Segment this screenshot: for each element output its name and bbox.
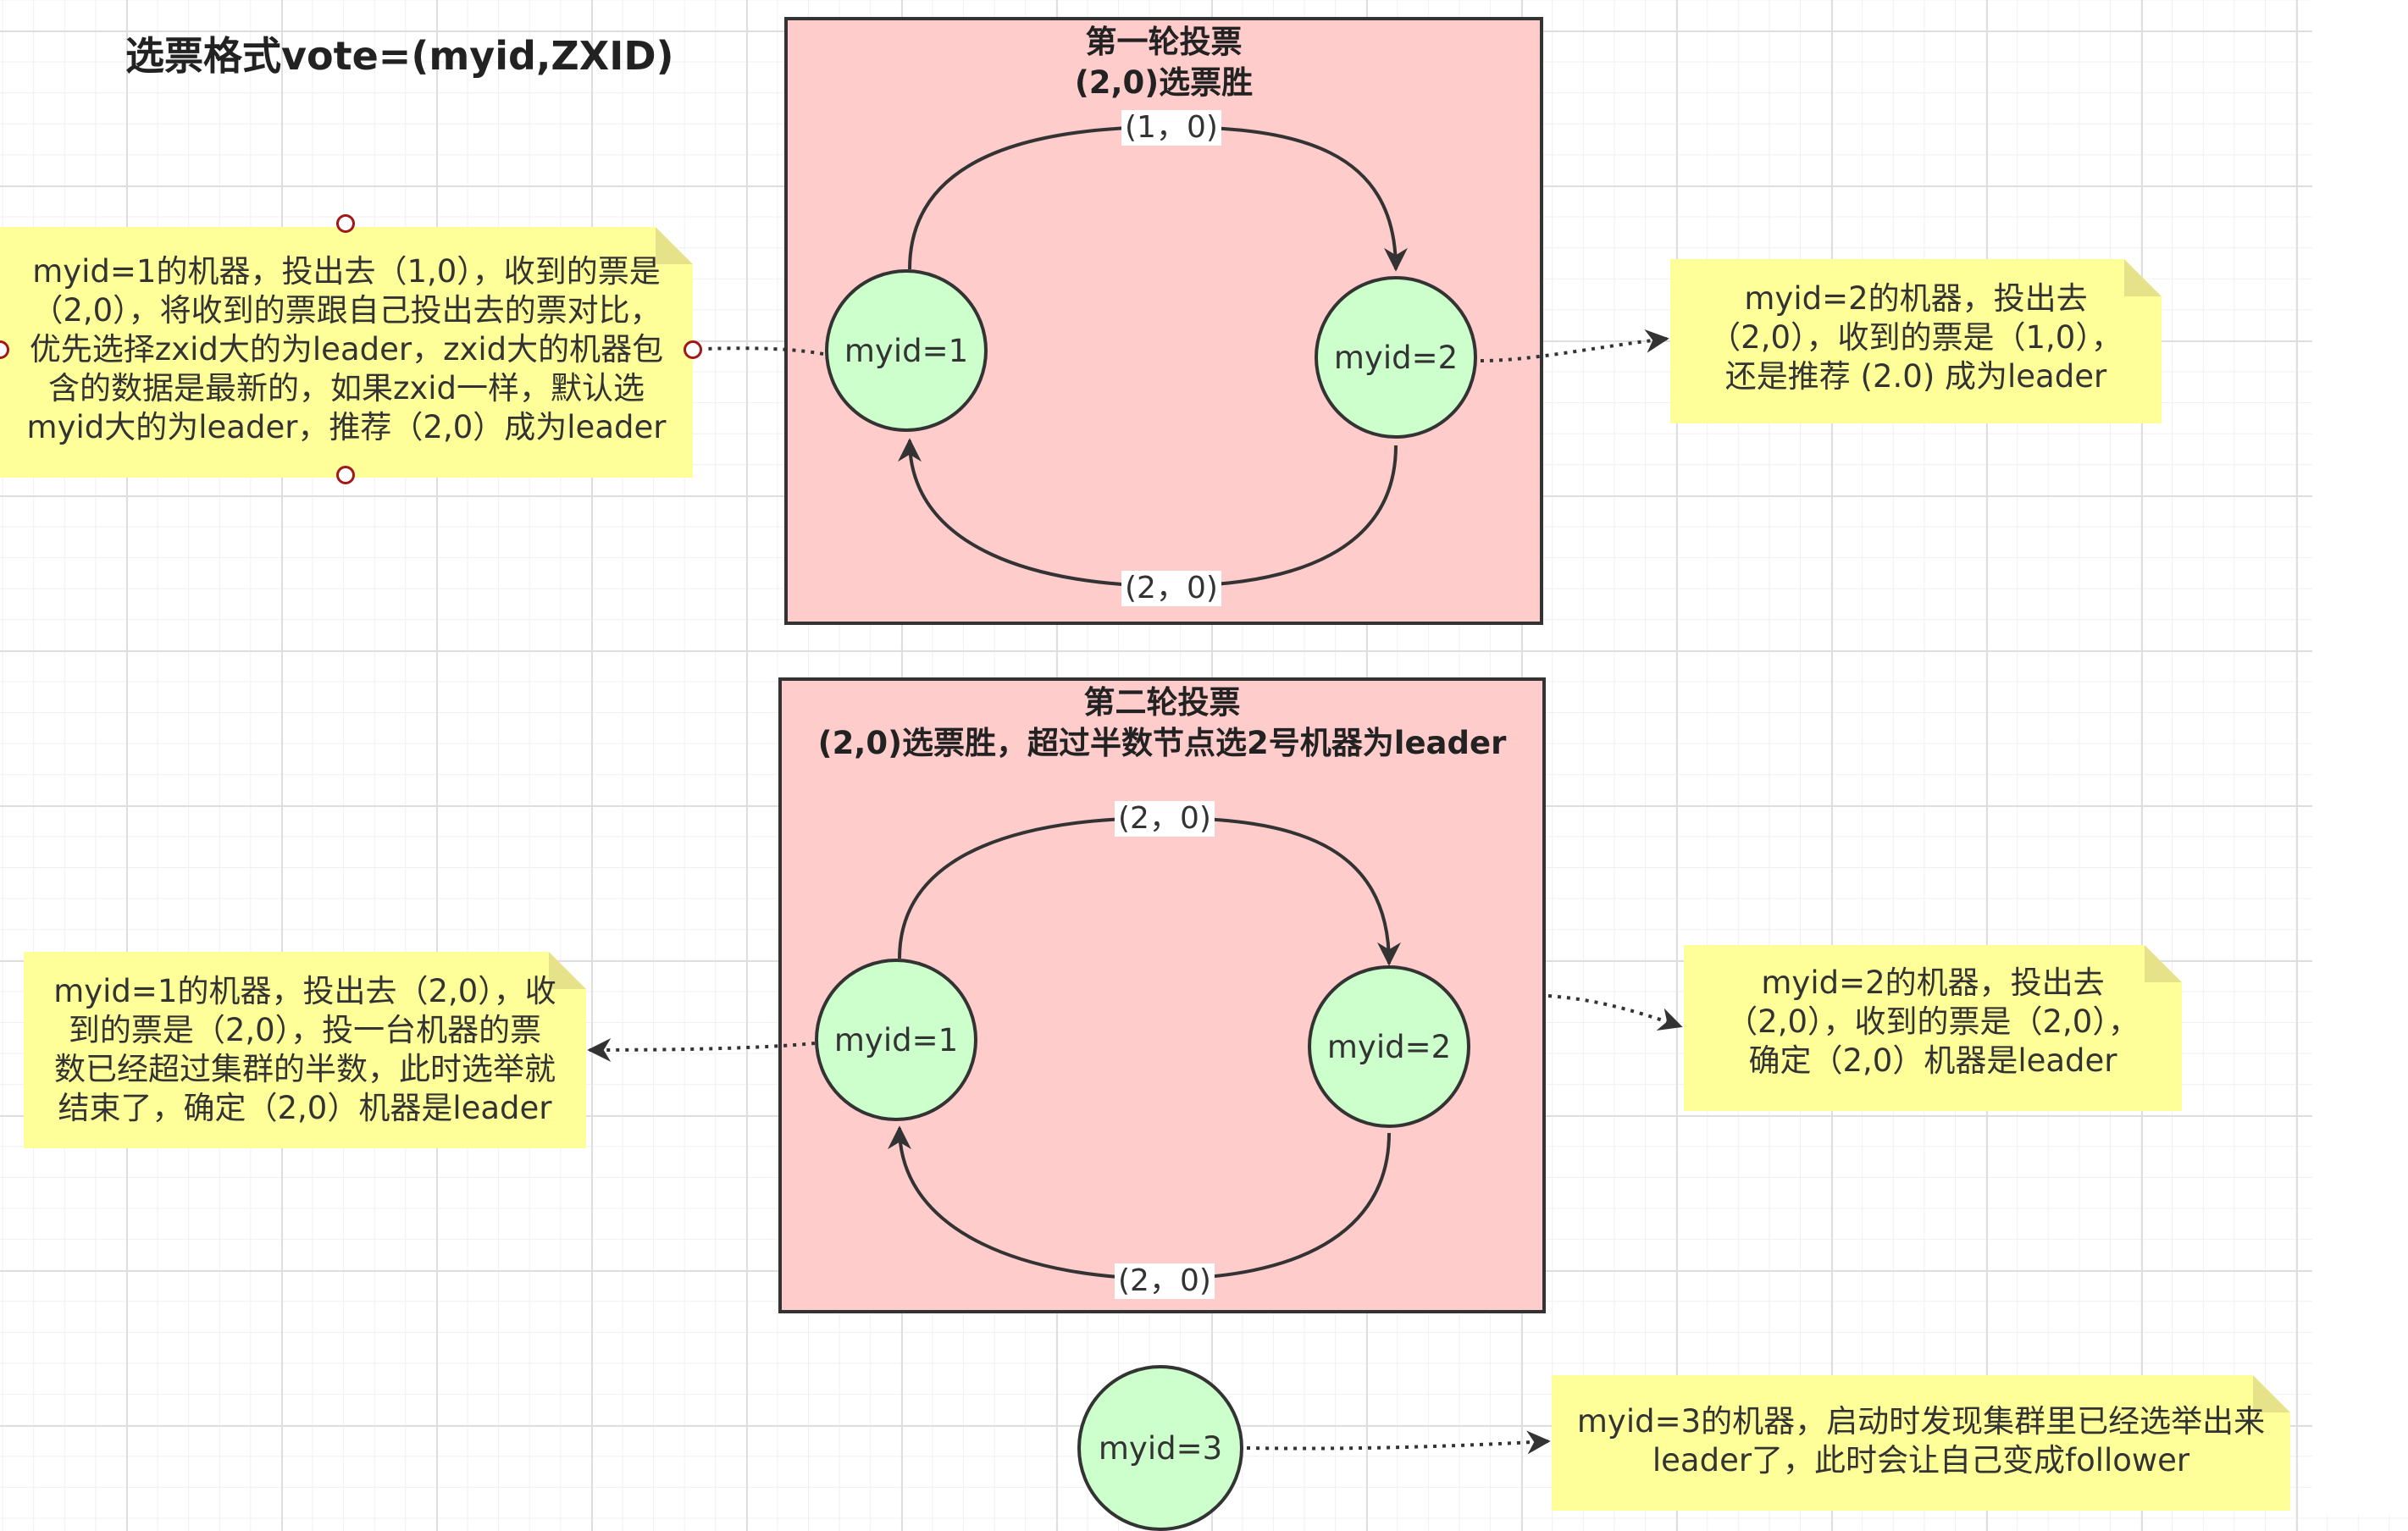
note-line: （2,0），收到的票是（2,0）， (1726, 1003, 2140, 1040)
round1-title-line2: (2,0)选票胜 (1074, 64, 1254, 101)
r2-edge-top-label: (2，0) (1115, 801, 1215, 837)
selection-handle-top[interactable] (336, 214, 355, 233)
note-line: 结束了，确定（2,0）机器是leader (58, 1090, 552, 1126)
note-line: （2,0），将收到的票跟自己投出去的票对比， (31, 292, 662, 329)
round2-title-line1: 第二轮投票 (1083, 684, 1241, 721)
r1-right-note[interactable]: myid=2的机器，投出去 （2,0），收到的票是（1,0）， 还是推荐 (2.… (1670, 259, 2162, 423)
r1-left-note[interactable]: myid=1的机器，投出去（1,0），收到的票是 （2,0），将收到的票跟自己投… (0, 227, 693, 478)
r1-edge-top (908, 124, 1408, 272)
r2-edge-bottom (888, 1125, 1391, 1281)
r2-edge-top (898, 815, 1401, 966)
selection-handle-left[interactable] (0, 340, 9, 359)
round1-title-line1: 第一轮投票 (1085, 24, 1243, 60)
node-myid-3[interactable]: myid=3 (1077, 1365, 1243, 1531)
note-line: 数已经超过集群的半数，此时选举就 (54, 1051, 556, 1087)
note-line: myid=2的机器，投出去 (1761, 964, 2105, 1001)
r2-right-note[interactable]: myid=2的机器，投出去 （2,0），收到的票是（2,0）， 确定（2,0）机… (1684, 945, 2182, 1111)
note-line: myid=3的机器，启动时发现集群里已经选举出来 (1576, 1403, 2266, 1440)
note-line: 确定（2,0）机器是leader (1748, 1042, 2117, 1079)
r1-link-left (704, 346, 824, 356)
r1-node-myid-2[interactable]: myid=2 (1315, 276, 1477, 439)
note-line: myid=1的机器，投出去（2,0），收 (53, 973, 556, 1009)
r1-node-myid-1[interactable]: myid=1 (825, 269, 988, 432)
note-line: 优先选择zxid大的为leader，zxid大的机器包 (29, 331, 664, 368)
r2-link-right (1547, 994, 1683, 1031)
round2-title-line2: (2,0)选票胜，超过半数节点选2号机器为leader (817, 725, 1507, 761)
r2-node-myid-1[interactable]: myid=1 (815, 959, 977, 1121)
note-line: myid=2的机器，投出去 (1744, 280, 2088, 317)
diagram-title: 选票格式vote=(myid,ZXID) (125, 33, 674, 79)
r2-link-left (587, 1037, 816, 1062)
r2-edge-bottom-label: (2，0) (1115, 1263, 1215, 1299)
r1-edge-bottom-label: (2，0) (1121, 571, 1221, 606)
note-line: leader了，此时会让自己变成follower (1652, 1442, 2190, 1478)
note-line: 到的票是（2,0），投一台机器的票 (68, 1012, 542, 1048)
r2-left-note[interactable]: myid=1的机器，投出去（2,0），收 到的票是（2,0），投一台机器的票 数… (24, 952, 586, 1148)
note-line: （2,0），收到的票是（1,0）， (1709, 319, 2123, 356)
n3-note[interactable]: myid=3的机器，启动时发现集群里已经选举出来 leader了，此时会让自己变… (1552, 1375, 2290, 1511)
canvas-margin (2312, 0, 2408, 1515)
n3-link (1246, 1430, 1551, 1455)
r1-edge-top-label: (1，0) (1121, 110, 1221, 146)
note-line: myid大的为leader，推荐（2,0）成为leader (26, 409, 667, 445)
r1-link-right (1480, 329, 1669, 362)
r1-edge-bottom (898, 438, 1398, 589)
selection-handle-bottom[interactable] (336, 466, 355, 484)
note-line: 含的数据是最新的，如果zxid一样，默认选 (47, 370, 645, 406)
note-line: 还是推荐 (2.0) 成为leader (1724, 358, 2107, 395)
r2-node-myid-2[interactable]: myid=2 (1308, 965, 1470, 1128)
selection-handle-right[interactable] (684, 340, 702, 359)
note-line: myid=1的机器，投出去（1,0），收到的票是 (32, 253, 661, 290)
